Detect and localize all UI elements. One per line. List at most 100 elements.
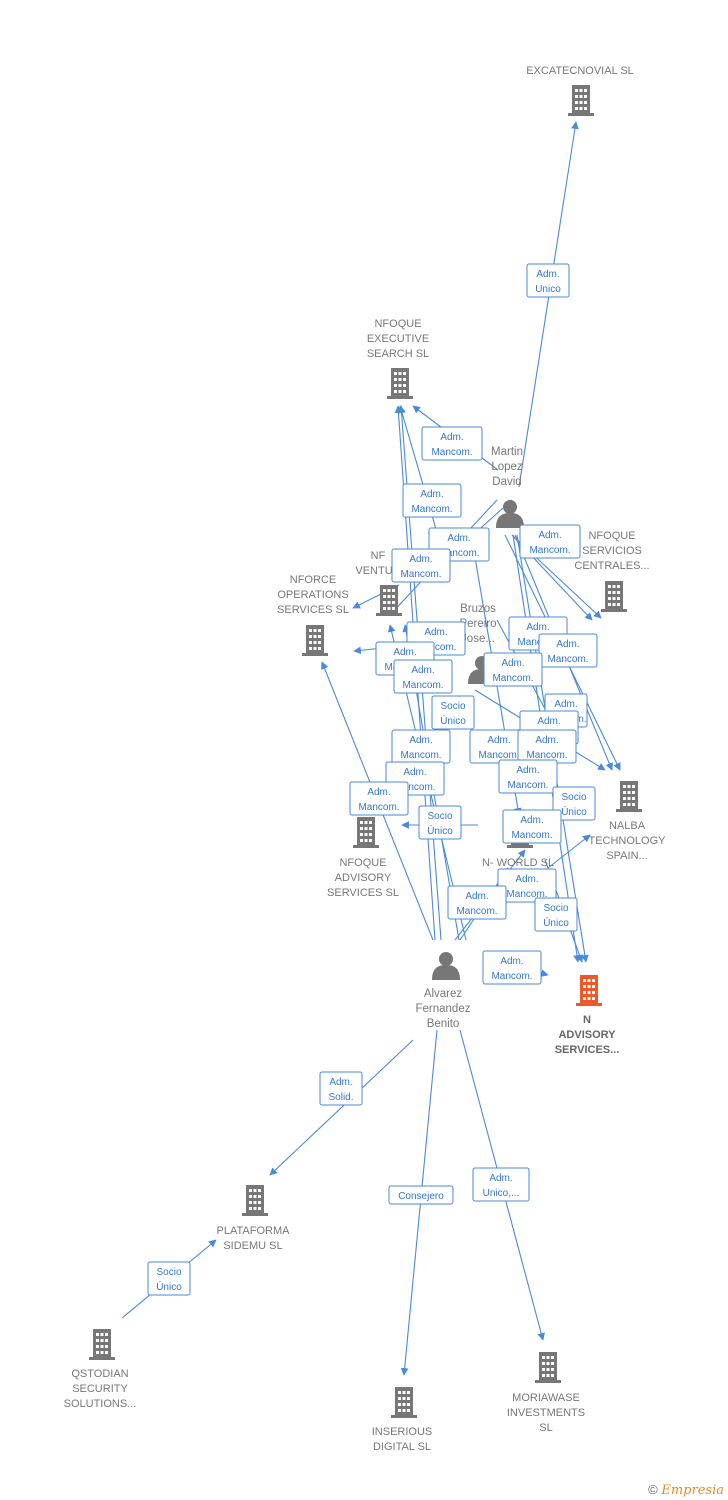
company-label[interactable]: EXECUTIVE [367, 333, 429, 345]
company-label[interactable]: SECURITY [72, 1383, 128, 1395]
company-node-nforce-operations[interactable]: NFORCE OPERATIONS SERVICES SL [277, 574, 349, 656]
relation-label-text: Mancom. [415, 642, 456, 653]
person-label[interactable]: David [492, 476, 521, 488]
company-node-n-world[interactable]: N- WORLD SL [482, 817, 554, 869]
company-label[interactable]: SEARCH SL [367, 348, 429, 360]
company-label[interactable]: PLATAFORMA [217, 1225, 291, 1237]
relation-label[interactable]: Adm.Unico [526, 263, 570, 298]
company-node-inserious[interactable]: INSERIOUS DIGITAL SL [372, 1387, 433, 1453]
company-label[interactable]: ADVISORY [558, 1029, 616, 1041]
person-node-bruzos[interactable]: BruzosPereiroJose... [459, 603, 497, 684]
company-label[interactable]: NF [371, 550, 386, 562]
relation-label[interactable]: Adm.Mancom. [498, 759, 558, 794]
company-label[interactable]: QSTODIAN [71, 1368, 128, 1380]
person-label[interactable]: Alvarez [424, 988, 463, 1000]
company-node-excatecnovial[interactable]: EXCATECNOVIAL SL [526, 65, 634, 116]
company-label[interactable]: EXCATECNOVIAL SL [526, 65, 634, 77]
relation-label[interactable]: Adm.Mancom. [483, 652, 543, 687]
company-label[interactable]: SERVICES... [555, 1044, 620, 1056]
company-node-n-advisory[interactable]: N ADVISORY SERVICES... [555, 975, 620, 1056]
relation-label-text: Adm. [520, 815, 543, 826]
company-label[interactable]: MORIAWASE [512, 1392, 580, 1404]
company-label[interactable]: NFOQUE [588, 530, 635, 542]
relation-label[interactable]: Consejero [388, 1185, 454, 1205]
relation-label-text: Mancom. [529, 545, 570, 556]
company-node-moriawase[interactable]: MORIAWASE INVESTMENTS SL [507, 1352, 585, 1434]
relation-label[interactable]: Adm.Unico,... [472, 1167, 530, 1202]
company-label[interactable]: OPERATIONS [277, 589, 348, 601]
relation-label-text: Mancom. [491, 971, 532, 982]
relation-label[interactable]: Adm.Solid. [319, 1071, 363, 1106]
relation-label[interactable]: Adm.Mancom. [447, 885, 507, 920]
company-label[interactable]: SERVICES SL [277, 604, 349, 616]
relation-label[interactable]: Adm. Mancom. [502, 809, 562, 844]
relation-label[interactable]: Adm.Mancom. [517, 729, 577, 764]
relation-label-text: Mancom. [411, 504, 452, 515]
company-label[interactable]: NFORCE [290, 574, 336, 586]
relation-label[interactable]: Adm. Mancom. [538, 633, 598, 668]
company-label[interactable]: N- WORLD SL [482, 857, 554, 869]
company-node-nalba[interactable]: NALBA TECHNOLOGY SPAIN... [588, 781, 666, 862]
relation-label-text: Adm. [556, 639, 579, 650]
company-label[interactable]: SERVICES SL [327, 887, 399, 899]
relation-label[interactable]: Adm.Mancom. [391, 729, 451, 764]
relation-label-text: Único [156, 1280, 182, 1293]
relation-label-text: Mancom. [511, 830, 552, 841]
company-label[interactable]: CENTRALES... [574, 560, 649, 572]
company-label[interactable]: ADVISORY [335, 872, 392, 884]
person-label[interactable]: Benito [427, 1018, 460, 1030]
relation-label[interactable]: Adm.Mancom. [349, 781, 409, 816]
company-node-plataforma[interactable]: PLATAFORMA SIDEMU SL [217, 1185, 291, 1252]
company-label[interactable]: SPAIN... [606, 850, 647, 862]
company-label[interactable]: SOLUTIONS... [64, 1398, 137, 1410]
company-label[interactable]: DIGITAL SL [373, 1441, 431, 1453]
company-node-nfoque-executive[interactable]: NFOQUE EXECUTIVE SEARCH SL [367, 318, 429, 399]
relation-label[interactable]: Adm.Mancom. [391, 548, 451, 583]
building-icon [387, 368, 413, 399]
company-label[interactable]: SIDEMU SL [223, 1240, 282, 1252]
person-label[interactable]: Martin [491, 446, 523, 458]
relation-label[interactable]: Adm.Mancom. [393, 659, 453, 694]
company-label[interactable]: SL [539, 1422, 552, 1434]
company-node-nfoque-servicios[interactable]: NFOQUE SERVICIOS CENTRALES... [574, 530, 650, 612]
relation-label-text: Adm. [489, 1173, 512, 1184]
relation-label-box [519, 524, 581, 559]
person-label[interactable]: Bruzos [460, 603, 496, 615]
company-node-nfoque-advisory[interactable]: NFOQUE ADVISORY SERVICES SL [327, 817, 399, 899]
relation-label-text: Adm. [409, 554, 432, 565]
relation-label[interactable]: Adm.Mancom. [497, 868, 557, 903]
company-label[interactable]: NFOQUE [339, 857, 386, 869]
relation-label-box [552, 786, 596, 821]
person-label[interactable]: Fernandez [416, 1003, 471, 1015]
relation-label-text: Mancom. [547, 654, 588, 665]
company-label[interactable]: NALBA [609, 820, 646, 832]
relation-label[interactable]: Adm.Mancom. [519, 524, 581, 559]
relation-label[interactable]: Adm.Mancom. [402, 483, 462, 518]
relation-label-text: Socio [561, 792, 586, 803]
company-label[interactable]: TECHNOLOGY [588, 835, 666, 847]
brand-logo[interactable]: Empresia [661, 1483, 724, 1498]
company-node-qstodian[interactable]: QSTODIAN SECURITY SOLUTIONS... [64, 1329, 137, 1410]
person-label[interactable]: Pereiro [459, 618, 496, 630]
relation-label-box [402, 483, 462, 518]
company-label[interactable]: INVESTMENTS [507, 1407, 585, 1419]
relation-label-text: Adm. [465, 891, 488, 902]
company-node-nf-ventur[interactable]: NF VENTUR [355, 550, 402, 616]
company-label[interactable]: N [583, 1014, 591, 1026]
company-label[interactable]: SERVICIOS [582, 545, 642, 557]
relation-label[interactable]: Adm.Mancom. [482, 950, 542, 985]
company-label[interactable]: VENTUR [355, 565, 400, 577]
relation-label-text: Adm. [537, 716, 560, 727]
relation-label[interactable]: Adm.Mancom. [421, 426, 483, 461]
person-label[interactable]: Lopez [491, 461, 523, 473]
company-label[interactable]: NFOQUE [374, 318, 421, 330]
company-label[interactable]: INSERIOUS [372, 1426, 433, 1438]
person-label[interactable]: Jose... [461, 633, 495, 645]
